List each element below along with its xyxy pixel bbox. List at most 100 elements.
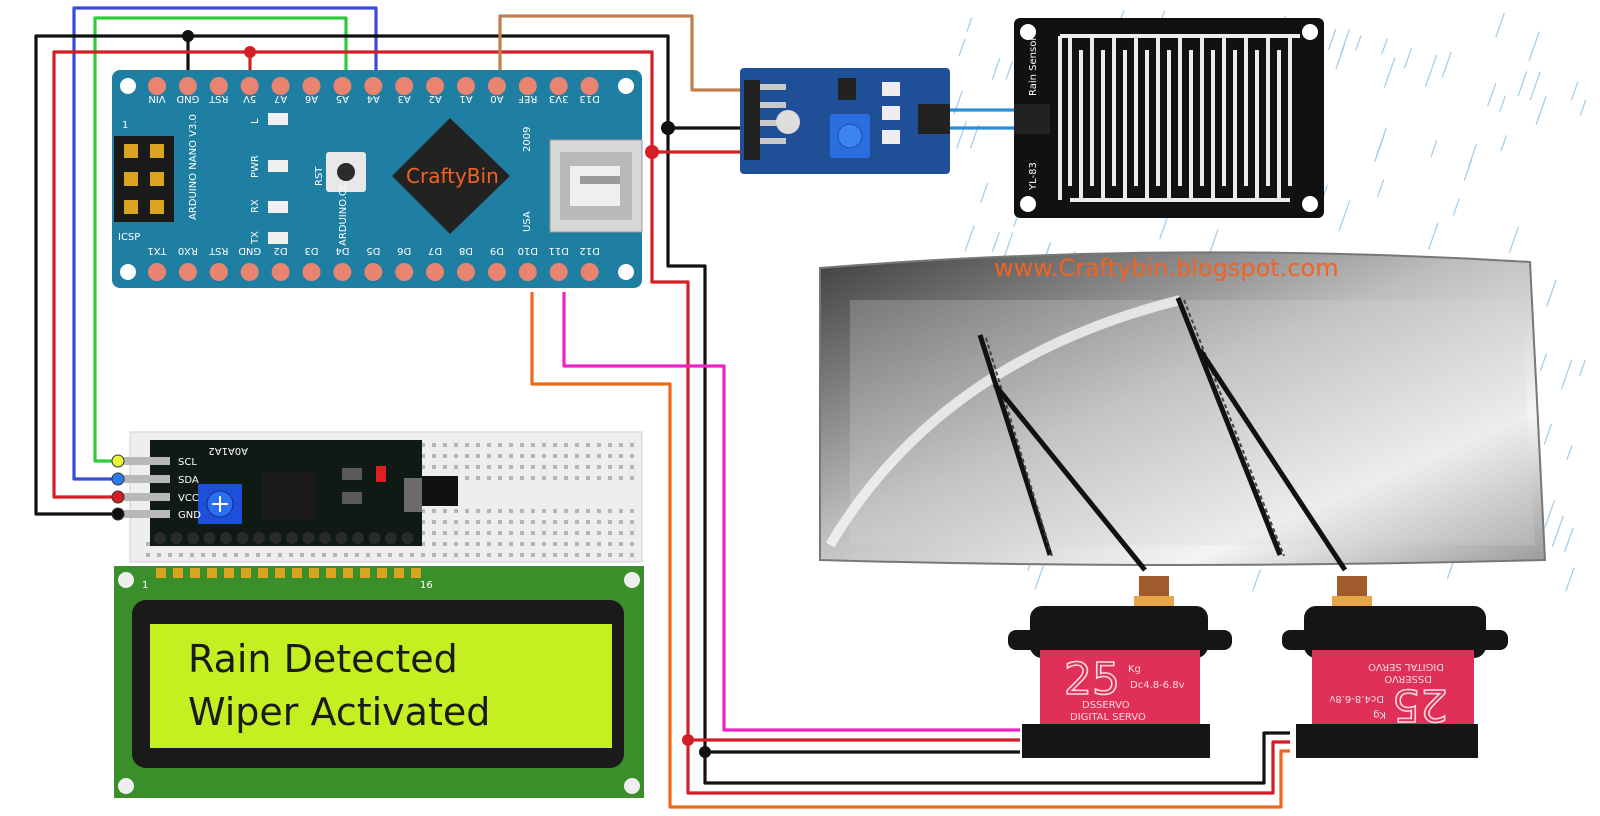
pin-pad [209,77,228,95]
pin-pad [271,77,290,95]
rain-drop [1452,198,1460,216]
wiper-blade-right [1175,297,1348,572]
i2c-pin [124,493,170,501]
top-pin-label: A6 [305,93,318,104]
wire-blue [72,6,378,481]
pin-pad [209,263,228,281]
bottom-pin-label: D7 [428,245,442,256]
rst-button-label: RST [314,166,325,186]
bottom-pin-label: D12 [579,245,599,256]
lcd-header-pin [154,532,166,544]
rain-drop [1005,60,1014,80]
i2c-pin [124,457,170,465]
lcd-pad [173,568,183,578]
lcd-pad [292,568,302,578]
rain-drop [966,17,973,32]
lcd-header-pin [269,532,282,544]
lcd-header-pin [253,532,265,544]
pin-pad [240,263,259,281]
wire-green [93,16,348,463]
rain-drop [1579,99,1587,116]
rain-drop [1376,179,1385,198]
rain-drop [1566,445,1573,460]
bottom-pin-label: D4 [335,245,349,256]
backlight-jumper[interactable] [422,476,458,506]
rain-sensor-module[interactable] [740,68,950,174]
top-pin-label: A3 [398,93,411,104]
lcd-screen [150,624,612,748]
pin-pad [580,77,599,95]
bottom-pin-label: RX0 [178,245,198,256]
servo-motor-1[interactable]: 25 Kg Dc4.8-6.8v DSSERVO DIGITAL SERVO [1008,576,1232,758]
servo-2-voltage: Dc4.8-6.8v [1329,693,1384,704]
lcd-header-pin [302,532,315,544]
servo-1-type: DIGITAL SERVO [1070,712,1146,723]
bottom-pin-label: RST [208,245,228,256]
pin-pad [580,263,599,281]
bottom-pin-label: GND [238,245,261,256]
bottom-pin-label: D8 [459,245,473,256]
usb-port[interactable] [549,139,643,233]
rain-sensor-model: YL-83 [1028,162,1039,191]
top-pin-label: A1 [459,93,472,104]
pin-pad [364,263,383,281]
lcd-header-pin [335,532,348,544]
led-label-pwr: PWR [250,155,261,178]
rain-drop [1563,527,1574,553]
usb-label: USA [522,211,533,232]
rain-drop [1424,54,1438,87]
pin-pad [271,263,290,281]
servo-1-voltage: Dc4.8-6.8v [1130,680,1185,691]
rain-drop [1539,352,1548,372]
rain-sensor-label: Rain Sensor [1028,36,1039,96]
rain-drop [1159,215,1169,240]
pin-pad [426,263,445,281]
icsp-1-label: 1 [122,120,128,131]
bottom-pin-label: D5 [366,245,380,256]
top-pin-label: A4 [367,93,380,104]
servo-motor-2[interactable]: 25 Kg Dc4.8-6.8v DSSERVO DIGITAL SERVO [1282,576,1508,758]
wire-junctions [182,30,711,758]
rain-drop [1535,95,1547,125]
icsp-label: ICSP [118,232,140,243]
servo-2-torque: 25 [1392,679,1448,730]
bottom-pin-label: D3 [304,245,318,256]
rain-drop [1579,359,1586,376]
brand-label: CraftyBin [406,164,499,188]
i2c-pin [124,510,170,518]
rain-drop [1428,222,1439,250]
rain-drop [1500,135,1508,152]
website-url[interactable]: www.Craftybin.blogspot.com [994,254,1339,282]
servo-1-unit: Kg [1128,664,1141,675]
lcd-header-pin [352,532,364,544]
lcd-pad [326,568,336,578]
rain-drop [1403,48,1413,69]
lcd-16x2: 1 16 Rain Detected Wiper Activated [114,566,644,798]
rain-drop [1551,515,1564,547]
lcd-pad [207,568,217,578]
wire-red-servo [650,152,1020,742]
rain-drop [1003,232,1014,257]
wire-pink [562,292,1020,732]
led-label-rx: RX [250,199,261,213]
led-label-l: L [250,118,261,124]
rain-drop [1252,569,1261,592]
pin-pad [178,263,197,281]
site-label: ARDUINO.CC [338,182,349,246]
wire-brown [498,14,740,92]
rain-drop [991,231,1000,252]
top-pin-label: 3V3 [549,93,569,104]
top-pin-label: GND [176,93,199,104]
rain-sensor-plate[interactable]: Rain Sensor YL-83 [1014,18,1324,218]
lcd-pin-first: 1 [142,580,148,591]
rain-drop [1327,28,1337,51]
pin-pad [395,263,414,281]
bottom-pin-label: TX1 [147,245,167,256]
rain-drop [1355,35,1362,51]
wire-black-servo2 [703,731,1290,785]
pin-pad [333,263,352,281]
lcd-header-pin [286,532,298,544]
